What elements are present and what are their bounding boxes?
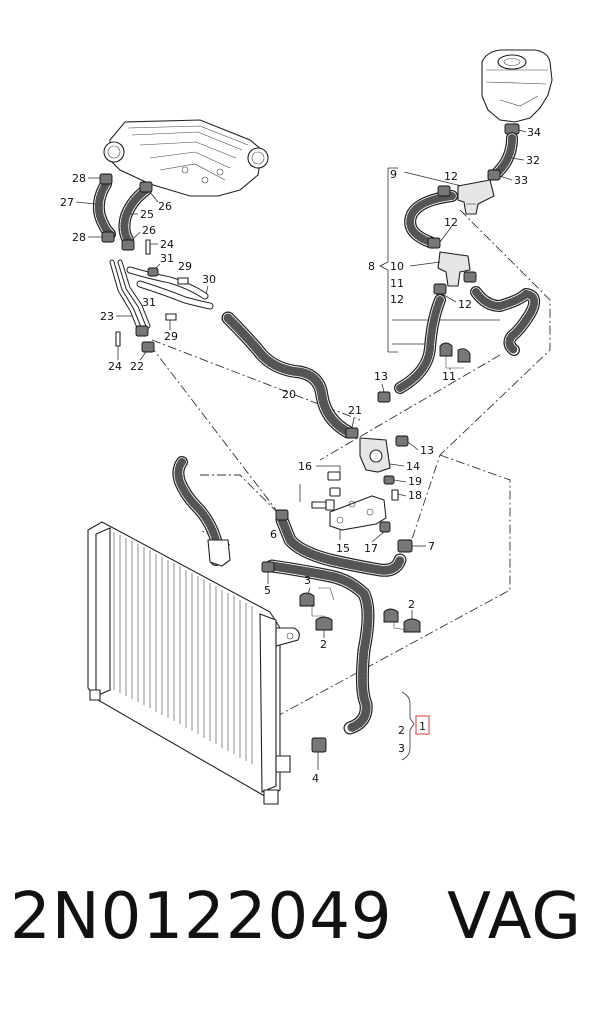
callout-12-a: 12 <box>444 216 458 229</box>
hose-10-right <box>470 286 541 356</box>
t-connector-10 <box>437 251 471 287</box>
connector-9 <box>457 179 495 215</box>
callout-15: 15 <box>336 542 350 555</box>
callout-12-top: 12 <box>444 170 458 183</box>
hose-32 <box>487 132 518 181</box>
bolts-16 <box>299 465 341 511</box>
callout-3-b: 3 <box>398 742 405 755</box>
callout-17: 17 <box>364 542 378 555</box>
callout-33: 33 <box>514 174 528 187</box>
plug-29-a <box>177 277 189 285</box>
clips-2-right <box>383 608 421 633</box>
callout-26-b: 26 <box>142 224 156 237</box>
callout-7: 7 <box>428 540 435 553</box>
callout-10: 10 <box>390 260 404 273</box>
callout-34: 34 <box>527 126 541 139</box>
clip-17 <box>379 521 391 533</box>
bracket-15 <box>329 495 387 531</box>
callout-29-a: 29 <box>178 260 192 273</box>
part-number: 2N0122049 <box>10 880 393 954</box>
pipe-assembly-23 <box>109 259 214 353</box>
callout-5: 5 <box>264 584 271 597</box>
hose-20 <box>221 311 359 439</box>
callout-21: 21 <box>348 404 362 417</box>
callout-28-b: 28 <box>72 231 86 244</box>
hose-9-12 <box>404 185 458 249</box>
callout-9: 9 <box>390 168 397 181</box>
nut-19 <box>383 475 395 485</box>
callout-29-b: 29 <box>164 330 178 343</box>
callout-23: 23 <box>100 310 114 323</box>
callout-20: 20 <box>282 388 296 401</box>
callout-12-b: 12 <box>458 298 472 311</box>
clip-11 <box>439 342 471 369</box>
clamp-12-left <box>433 283 447 295</box>
bolt-24 <box>145 239 151 255</box>
cooling-system-diagram: 34 32 33 9 8 10 11 12 12 12 1 <box>60 49 553 805</box>
callout-2-c: 2 <box>398 724 405 737</box>
hose-10-left <box>377 294 446 403</box>
callout-11: 11 <box>442 370 456 383</box>
callout-22: 22 <box>130 360 144 373</box>
callout-13-b: 13 <box>420 444 434 457</box>
clamp-26 <box>121 239 135 251</box>
callout-30: 30 <box>202 273 216 286</box>
callout-8: 8 <box>368 260 375 273</box>
hose-27 <box>92 173 116 243</box>
callout-31-b: 31 <box>142 296 156 309</box>
clips-3-2-left <box>299 587 335 631</box>
callout-32: 32 <box>526 154 540 167</box>
callout-1-group <box>401 691 430 761</box>
callout-27: 27 <box>60 196 74 209</box>
footer: 2N0122049 VAG <box>0 880 600 1000</box>
callout-2-a: 2 <box>320 638 327 651</box>
callout-18: 18 <box>408 489 422 502</box>
callout-12-bracket: 12 <box>390 293 404 306</box>
callout-11-bracket: 11 <box>390 277 404 290</box>
callout-16: 16 <box>298 460 312 473</box>
brand-name: VAG <box>447 880 582 954</box>
bracket-group-8 <box>379 167 500 353</box>
callout-19: 19 <box>408 475 422 488</box>
callout-31-a: 31 <box>160 252 174 265</box>
callout-28-a: 28 <box>72 172 86 185</box>
valve-14 <box>359 435 409 473</box>
expansion-tank <box>481 49 553 135</box>
callout-25: 25 <box>140 208 154 221</box>
callout-1: 1 <box>419 720 426 733</box>
plug-29-b <box>165 313 177 321</box>
hose-25 <box>118 181 153 246</box>
callout-24-a: 24 <box>160 238 174 251</box>
callout-24-b: 24 <box>108 360 122 373</box>
bolt-24-b <box>115 331 121 347</box>
callout-6: 6 <box>270 528 277 541</box>
callout-1-highlight-box <box>415 715 430 735</box>
callout-14: 14 <box>406 460 420 473</box>
callout-26-a: 26 <box>158 200 172 213</box>
callout-13-a: 13 <box>374 370 388 383</box>
hose-main <box>261 509 413 753</box>
bolt-18 <box>391 489 399 501</box>
callout-2-b: 2 <box>408 598 415 611</box>
hose-upper-inlet <box>172 456 231 567</box>
clamp-12-right <box>463 271 477 283</box>
callout-3: 3 <box>304 574 311 587</box>
radiator <box>87 521 300 805</box>
radiator-fins <box>113 532 253 764</box>
intercooler <box>103 119 269 197</box>
callout-4: 4 <box>312 772 319 785</box>
